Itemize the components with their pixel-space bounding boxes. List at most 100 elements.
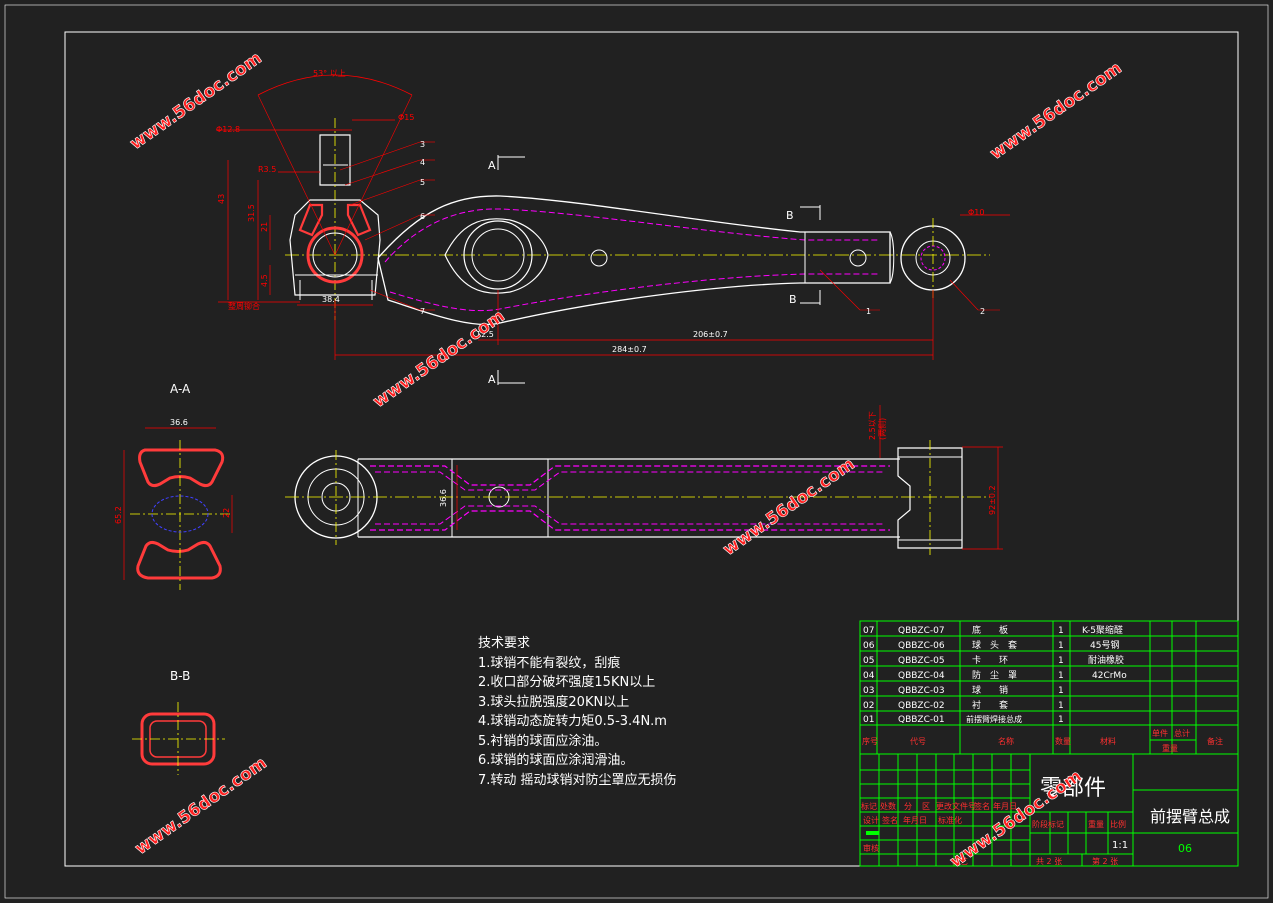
d284-dim: 284±0.7 bbox=[612, 345, 647, 354]
notes-title: 技术要求 bbox=[478, 636, 531, 651]
bom-code: QBBZC-02 bbox=[898, 701, 945, 711]
d12-5-dim: 12.5 bbox=[476, 330, 494, 339]
bom-header-qty: 数量 bbox=[1055, 736, 1071, 746]
balloon-7: 7 bbox=[420, 307, 425, 316]
bom-header-code: 代号 bbox=[910, 736, 926, 746]
tb-parts: 零部件 bbox=[1040, 776, 1106, 801]
tb-weight: 重量 bbox=[1088, 819, 1104, 829]
note-item: 2.收口部分破坏强度15KN以上 bbox=[478, 675, 656, 690]
bom-code: QBBZC-05 bbox=[898, 656, 945, 666]
d2-5-dim: 2.5以下 bbox=[868, 411, 877, 440]
dia-12-8-dim: Φ12.8 bbox=[216, 125, 240, 134]
note-item: 5.衬销的球面应涂油。 bbox=[478, 733, 608, 749]
bom-qty: 1 bbox=[1058, 641, 1064, 651]
tb-sheets: 共 2 张 bbox=[1036, 857, 1062, 866]
bom-header: 序号 代号 名称 数量 材料 单件 总计 重量 备注 bbox=[862, 728, 1223, 753]
bom-header-remark: 备注 bbox=[1207, 736, 1223, 746]
bom-name: 防 尘 罩 bbox=[972, 669, 1017, 681]
d92-dim: 92±0.2 bbox=[988, 485, 997, 515]
tb-ymd: 年月日 bbox=[993, 801, 1017, 811]
note-item: 1.球销不能有裂纹，刮痕 bbox=[478, 655, 621, 671]
d21-dim: 21 bbox=[260, 222, 269, 232]
note-item: 6.球销的球面应涂润滑油。 bbox=[478, 753, 634, 768]
bom-qty: 1 bbox=[1058, 701, 1064, 711]
bom-qty: 1 bbox=[1058, 671, 1064, 681]
bom-name: 前摆臂焊接总成 bbox=[966, 714, 1022, 724]
bom-code: QBBZC-03 bbox=[898, 686, 945, 696]
bom-material: K-5聚缩醛 bbox=[1082, 624, 1123, 636]
tb-signed: 签名 bbox=[974, 801, 990, 811]
tb-std: 标准化 bbox=[938, 815, 962, 825]
bom-name: 衬 套 bbox=[972, 699, 1008, 711]
cut-a-top: A bbox=[488, 159, 496, 172]
tb-drawing-name: 前摆臂总成 bbox=[1150, 807, 1230, 826]
bom-name: 球 头 套 bbox=[972, 639, 1017, 651]
tb-check: 审核 bbox=[863, 843, 879, 853]
watermark: www.56doc.com bbox=[946, 766, 1085, 872]
bom-header-name: 名称 bbox=[998, 736, 1014, 746]
tb-stage: 阶段标记 bbox=[1032, 819, 1064, 829]
watermark: www.56doc.com bbox=[131, 753, 270, 859]
bom-no: 01 bbox=[863, 715, 874, 725]
d43-dim: 43 bbox=[217, 194, 226, 204]
cut-a-bottom: A bbox=[488, 373, 496, 386]
tb-design: 设计 bbox=[863, 815, 879, 825]
tb-ratio: 比例 bbox=[1110, 819, 1126, 829]
bom-code: QBBZC-01 bbox=[898, 715, 945, 725]
dia-10-dim: Φ10 bbox=[968, 208, 984, 217]
angle-dim: 53° 以上 bbox=[313, 69, 346, 78]
watermark: www.56doc.com bbox=[126, 48, 265, 154]
bom-code: QBBZC-04 bbox=[898, 671, 945, 681]
d36-6-dim: 36.6 bbox=[170, 418, 188, 427]
bom-no: 06 bbox=[863, 641, 875, 651]
watermark: www.56doc.com bbox=[369, 306, 508, 412]
dia-15-dim: Φ15 bbox=[398, 113, 414, 122]
bom-material: 45号钢 bbox=[1090, 639, 1119, 651]
bom-name: 卡 环 bbox=[972, 654, 1008, 666]
r3-5-dim: R3.5 bbox=[258, 165, 276, 174]
tb-sign: 签名 bbox=[882, 815, 898, 825]
title-block-grid bbox=[859, 620, 1239, 867]
bom-header-material: 材料 bbox=[1100, 736, 1116, 746]
title-block-labels: 标记 处数 分 区 更改文件号 签名 年月日 设计 签名 年月日 标准化 审核 … bbox=[861, 801, 1126, 866]
tb-change: 更改文件号 bbox=[936, 801, 976, 811]
section-b-title: B-B bbox=[170, 669, 190, 683]
bom-no: 02 bbox=[863, 701, 874, 711]
d38-4-dim: 38.4 bbox=[322, 295, 340, 304]
bom-name: 底 板 bbox=[972, 624, 1008, 636]
bom-rows: 07 QBBZC-07 底 板 1 K-5聚缩醛 06 QBBZC-06 球 头… bbox=[863, 624, 1127, 725]
balloon-1: 1 bbox=[866, 307, 871, 316]
bom-name: 球 销 bbox=[972, 684, 1008, 696]
bom-material: 42CrMo bbox=[1092, 671, 1127, 681]
closure-label: 整周铆合 bbox=[228, 301, 260, 311]
tb-fen: 分 bbox=[904, 802, 912, 811]
bom-code: QBBZC-07 bbox=[898, 626, 945, 636]
balloon-3: 3 bbox=[420, 140, 425, 149]
bom-qty: 1 bbox=[1058, 715, 1064, 725]
note-item: 7.转动 摇动球销对防尘罩应无损伤 bbox=[478, 772, 677, 788]
balloon-2: 2 bbox=[980, 307, 985, 316]
tb-date: 年月日 bbox=[903, 815, 927, 825]
section-a-view bbox=[123, 427, 233, 590]
cut-b-bottom: B bbox=[789, 293, 797, 306]
tb-process: 工艺 bbox=[952, 857, 968, 866]
border-inner bbox=[64, 31, 1239, 867]
balloon-5: 5 bbox=[420, 178, 425, 187]
tb-count: 处数 bbox=[880, 801, 896, 811]
bom-code: QBBZC-06 bbox=[898, 641, 945, 651]
bom-header-weight: 重量 bbox=[1162, 743, 1178, 753]
tb-sheet: 第 2 张 bbox=[1092, 856, 1118, 866]
border-outer bbox=[4, 4, 1269, 899]
tb-mark: 标记 bbox=[861, 801, 877, 811]
green-mark bbox=[866, 831, 879, 835]
d31-5-dim: 31.5 bbox=[247, 204, 256, 222]
note-item: 4.球销动态旋转力矩0.5-3.4N.m bbox=[478, 714, 667, 729]
tb-drawing-no: 06 bbox=[1178, 842, 1192, 855]
watermark: www.56doc.com bbox=[986, 58, 1125, 164]
section-b-view bbox=[132, 702, 225, 775]
bom-material: 耐油橡胶 bbox=[1088, 654, 1124, 666]
bom-header-no: 序号 bbox=[862, 736, 878, 746]
d4-5-dim: 4.5 bbox=[260, 274, 269, 287]
balloon-4: 4 bbox=[420, 158, 425, 167]
